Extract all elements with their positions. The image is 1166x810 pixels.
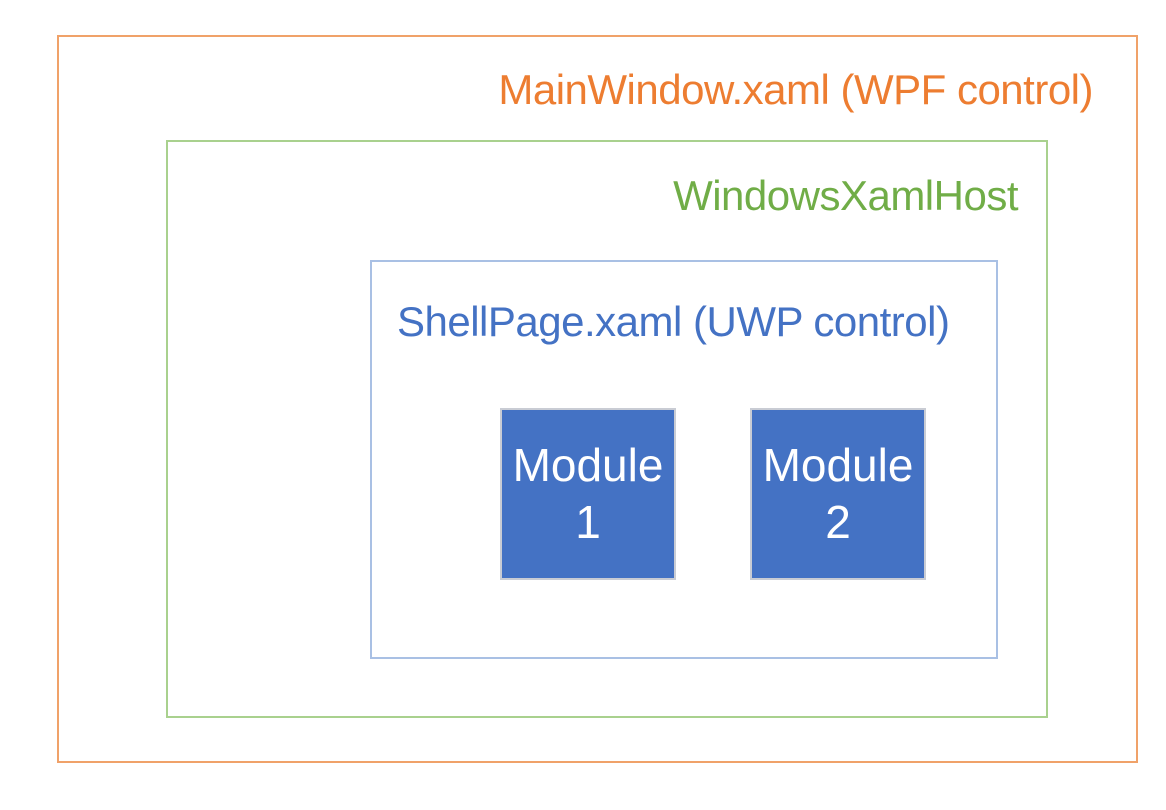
shellpage-label: ShellPage.xaml (UWP control) <box>397 298 950 345</box>
windowsxamlhost-box: WindowsXamlHost ShellPage.xaml (UWP cont… <box>166 140 1048 718</box>
module-2-label-line1: Module <box>762 438 914 491</box>
shellpage-uwp-box: ShellPage.xaml (UWP control) Module 1 Mo… <box>370 260 998 659</box>
module-1-box: Module 1 <box>500 408 676 580</box>
module-2-label-line2: 2 <box>825 496 851 548</box>
windowsxamlhost-label: WindowsXamlHost <box>673 172 1018 219</box>
module-2-box: Module 2 <box>750 408 926 580</box>
module-1-label-line2: 1 <box>575 496 601 548</box>
mainwindow-label: MainWindow.xaml (WPF control) <box>498 66 1093 113</box>
module-1-label-line1: Module <box>512 438 664 491</box>
mainwindow-wpf-box: MainWindow.xaml (WPF control) WindowsXam… <box>57 35 1138 763</box>
